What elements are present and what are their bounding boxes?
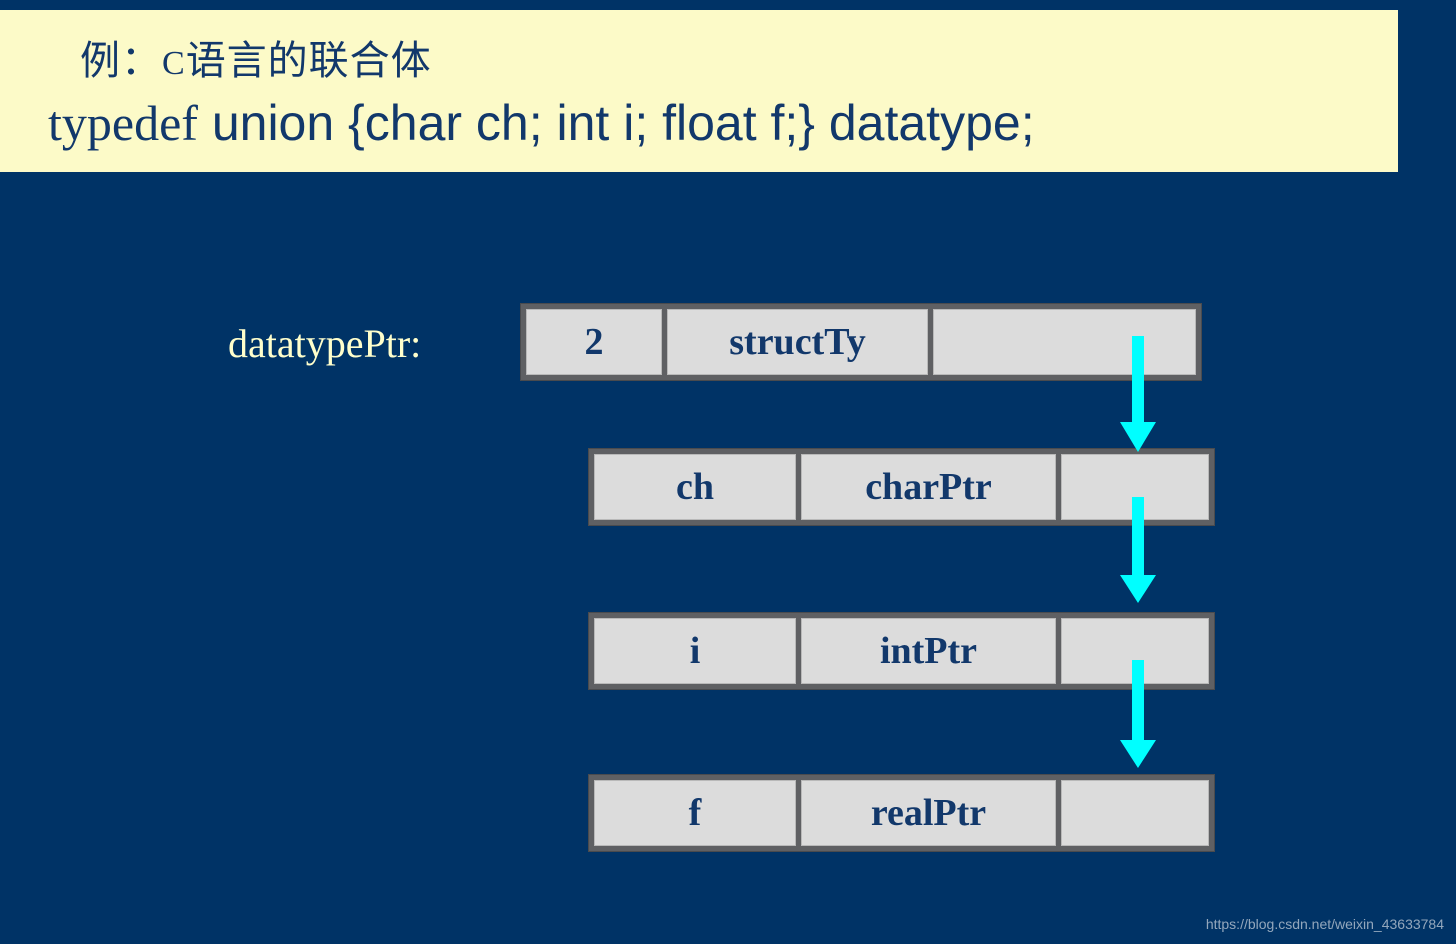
arrow-int-to-float (1120, 660, 1156, 768)
int-record: i intPtr (588, 612, 1215, 690)
char-record: ch charPtr (588, 448, 1215, 526)
pointer-cell (1061, 780, 1209, 846)
type-cell: structTy (667, 309, 928, 375)
header-record: 2 structTy (520, 303, 1202, 381)
field-name-cell: f (594, 780, 796, 846)
datatype-pointer-label: datatypePtr: (228, 321, 422, 366)
example-heading-suffix: 语言的联合体 (185, 38, 432, 84)
field-type-cell: intPtr (801, 618, 1056, 684)
arrow-header-to-char (1120, 336, 1156, 452)
float-record: f realPtr (588, 774, 1215, 852)
example-heading-prefix: 例： (80, 38, 162, 84)
example-heading: 例：C语言的联合体 (80, 28, 432, 86)
field-name-cell: i (594, 618, 796, 684)
code-union-body: union {char ch; int i; float f;} datatyp… (197, 95, 1035, 151)
pointer-cell (933, 309, 1196, 375)
example-heading-language: C (162, 45, 186, 82)
count-cell: 2 (526, 309, 662, 375)
code-declaration: typedef union {char ch; int i; float f;}… (48, 98, 1035, 148)
code-keyword-typedef: typedef (48, 95, 198, 151)
arrow-char-to-int (1120, 497, 1156, 603)
field-type-cell: realPtr (801, 780, 1056, 846)
header-banner: 例：C语言的联合体 typedef union {char ch; int i;… (0, 10, 1398, 172)
watermark-url: https://blog.csdn.net/weixin_43633784 (1205, 916, 1444, 932)
field-type-cell: charPtr (801, 454, 1056, 520)
field-name-cell: ch (594, 454, 796, 520)
